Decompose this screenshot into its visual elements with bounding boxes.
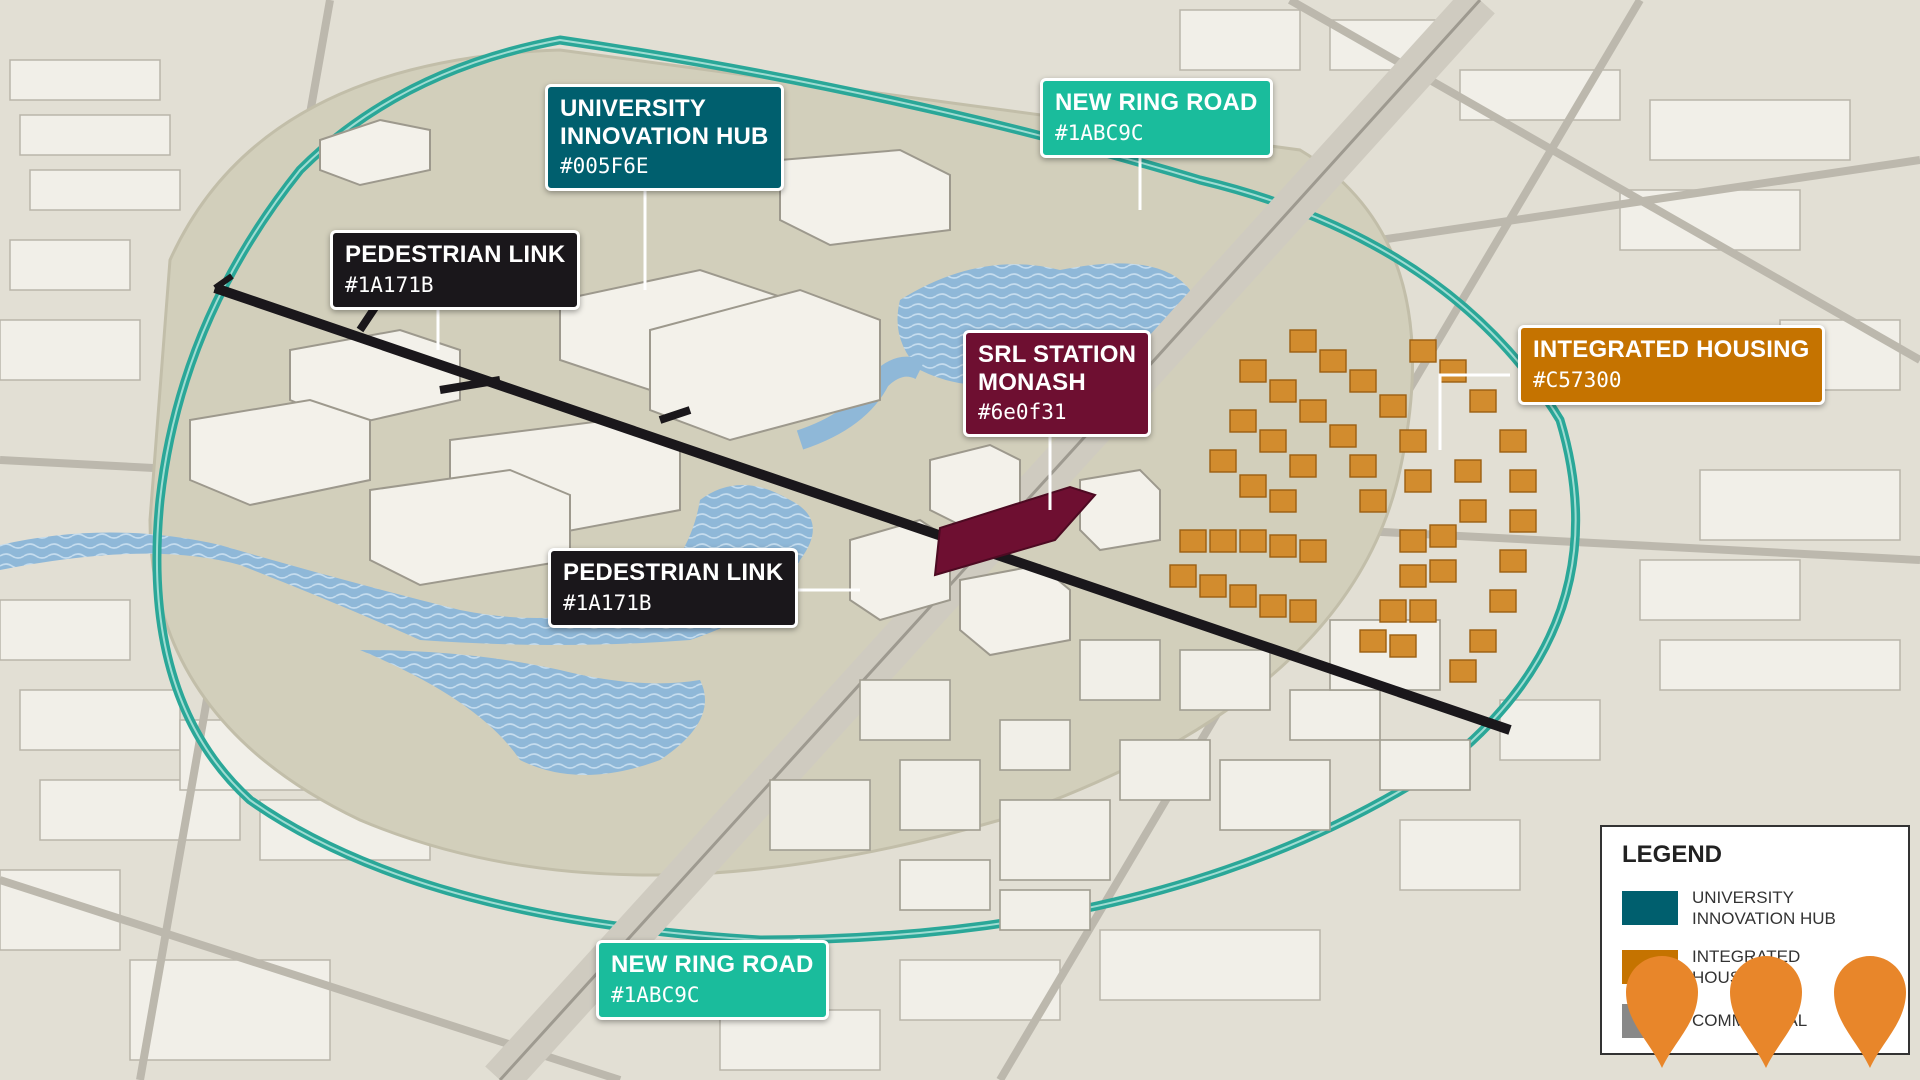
town-buildings <box>769 619 1471 931</box>
srl-station-title-1: SRL STATION <box>978 341 1137 368</box>
innovation-hub-code: #005F6E <box>560 154 649 179</box>
ring-road-bottom-code: #1ABC9C <box>611 982 700 1007</box>
pedestrian-link-top-title: PEDESTRIAN LINK <box>345 241 566 268</box>
srl-station-title-2: MONASH <box>978 368 1086 396</box>
ring-road-top-title: NEW RING ROAD <box>1055 89 1258 116</box>
srl-station-code: #6e0f31 <box>978 400 1067 425</box>
integrated-housing-code: #C57300 <box>1533 367 1622 392</box>
srl-station-building <box>933 485 1097 577</box>
lake-west <box>0 485 813 645</box>
housing-blocks <box>1169 329 1537 683</box>
integrated-housing-label[interactable]: INTEGRATED HOUSING #C57300 <box>1518 325 1825 405</box>
pedestrian-link-mid-label[interactable]: PEDESTRIAN LINK #1A171B <box>548 548 799 628</box>
innovation-hub-title-1: UNIVERSITY <box>560 95 707 122</box>
legend-label-innovation-hub: UNIVERSITY INNOVATION HUB <box>1692 888 1836 929</box>
ring-road-top-code: #1ABC9C <box>1055 120 1144 145</box>
map-pin-icon[interactable] <box>1726 950 1806 1070</box>
ring-road-top-label[interactable]: NEW RING ROAD #1ABC9C <box>1040 78 1273 158</box>
pedestrian-link-top-code: #1A171B <box>345 272 434 297</box>
legend-title: LEGEND <box>1622 841 1723 868</box>
legend-item-innovation-hub: UNIVERSITY INNOVATION HUB <box>1622 887 1888 930</box>
innovation-hub-label[interactable]: UNIVERSITY INNOVATION HUB #005F6E <box>545 84 784 192</box>
srl-station-label[interactable]: SRL STATION MONASH #6e0f31 <box>963 330 1152 438</box>
map-pin-icon[interactable] <box>1830 950 1910 1070</box>
ring-road-bottom-title: NEW RING ROAD <box>611 951 814 978</box>
pedestrian-link-mid-title: PEDESTRIAN LINK <box>563 559 784 586</box>
map-pin-icon[interactable] <box>1622 950 1702 1070</box>
pedestrian-link-top-label[interactable]: PEDESTRIAN LINK #1A171B <box>330 230 581 310</box>
campus-buildings <box>189 118 1161 657</box>
pedestrian-link-mid-code: #1A171B <box>563 590 652 615</box>
surrounding-blocks <box>0 9 1901 1071</box>
pedestrian-link-line <box>213 283 1512 735</box>
integrated-housing-title: INTEGRATED HOUSING <box>1533 336 1810 363</box>
lake-south <box>360 650 705 775</box>
legend-swatch-innovation-hub <box>1622 891 1678 926</box>
ring-road-bottom-label[interactable]: NEW RING ROAD #1ABC9C <box>596 940 829 1020</box>
innovation-hub-title-2: INNOVATION HUB <box>560 122 769 150</box>
